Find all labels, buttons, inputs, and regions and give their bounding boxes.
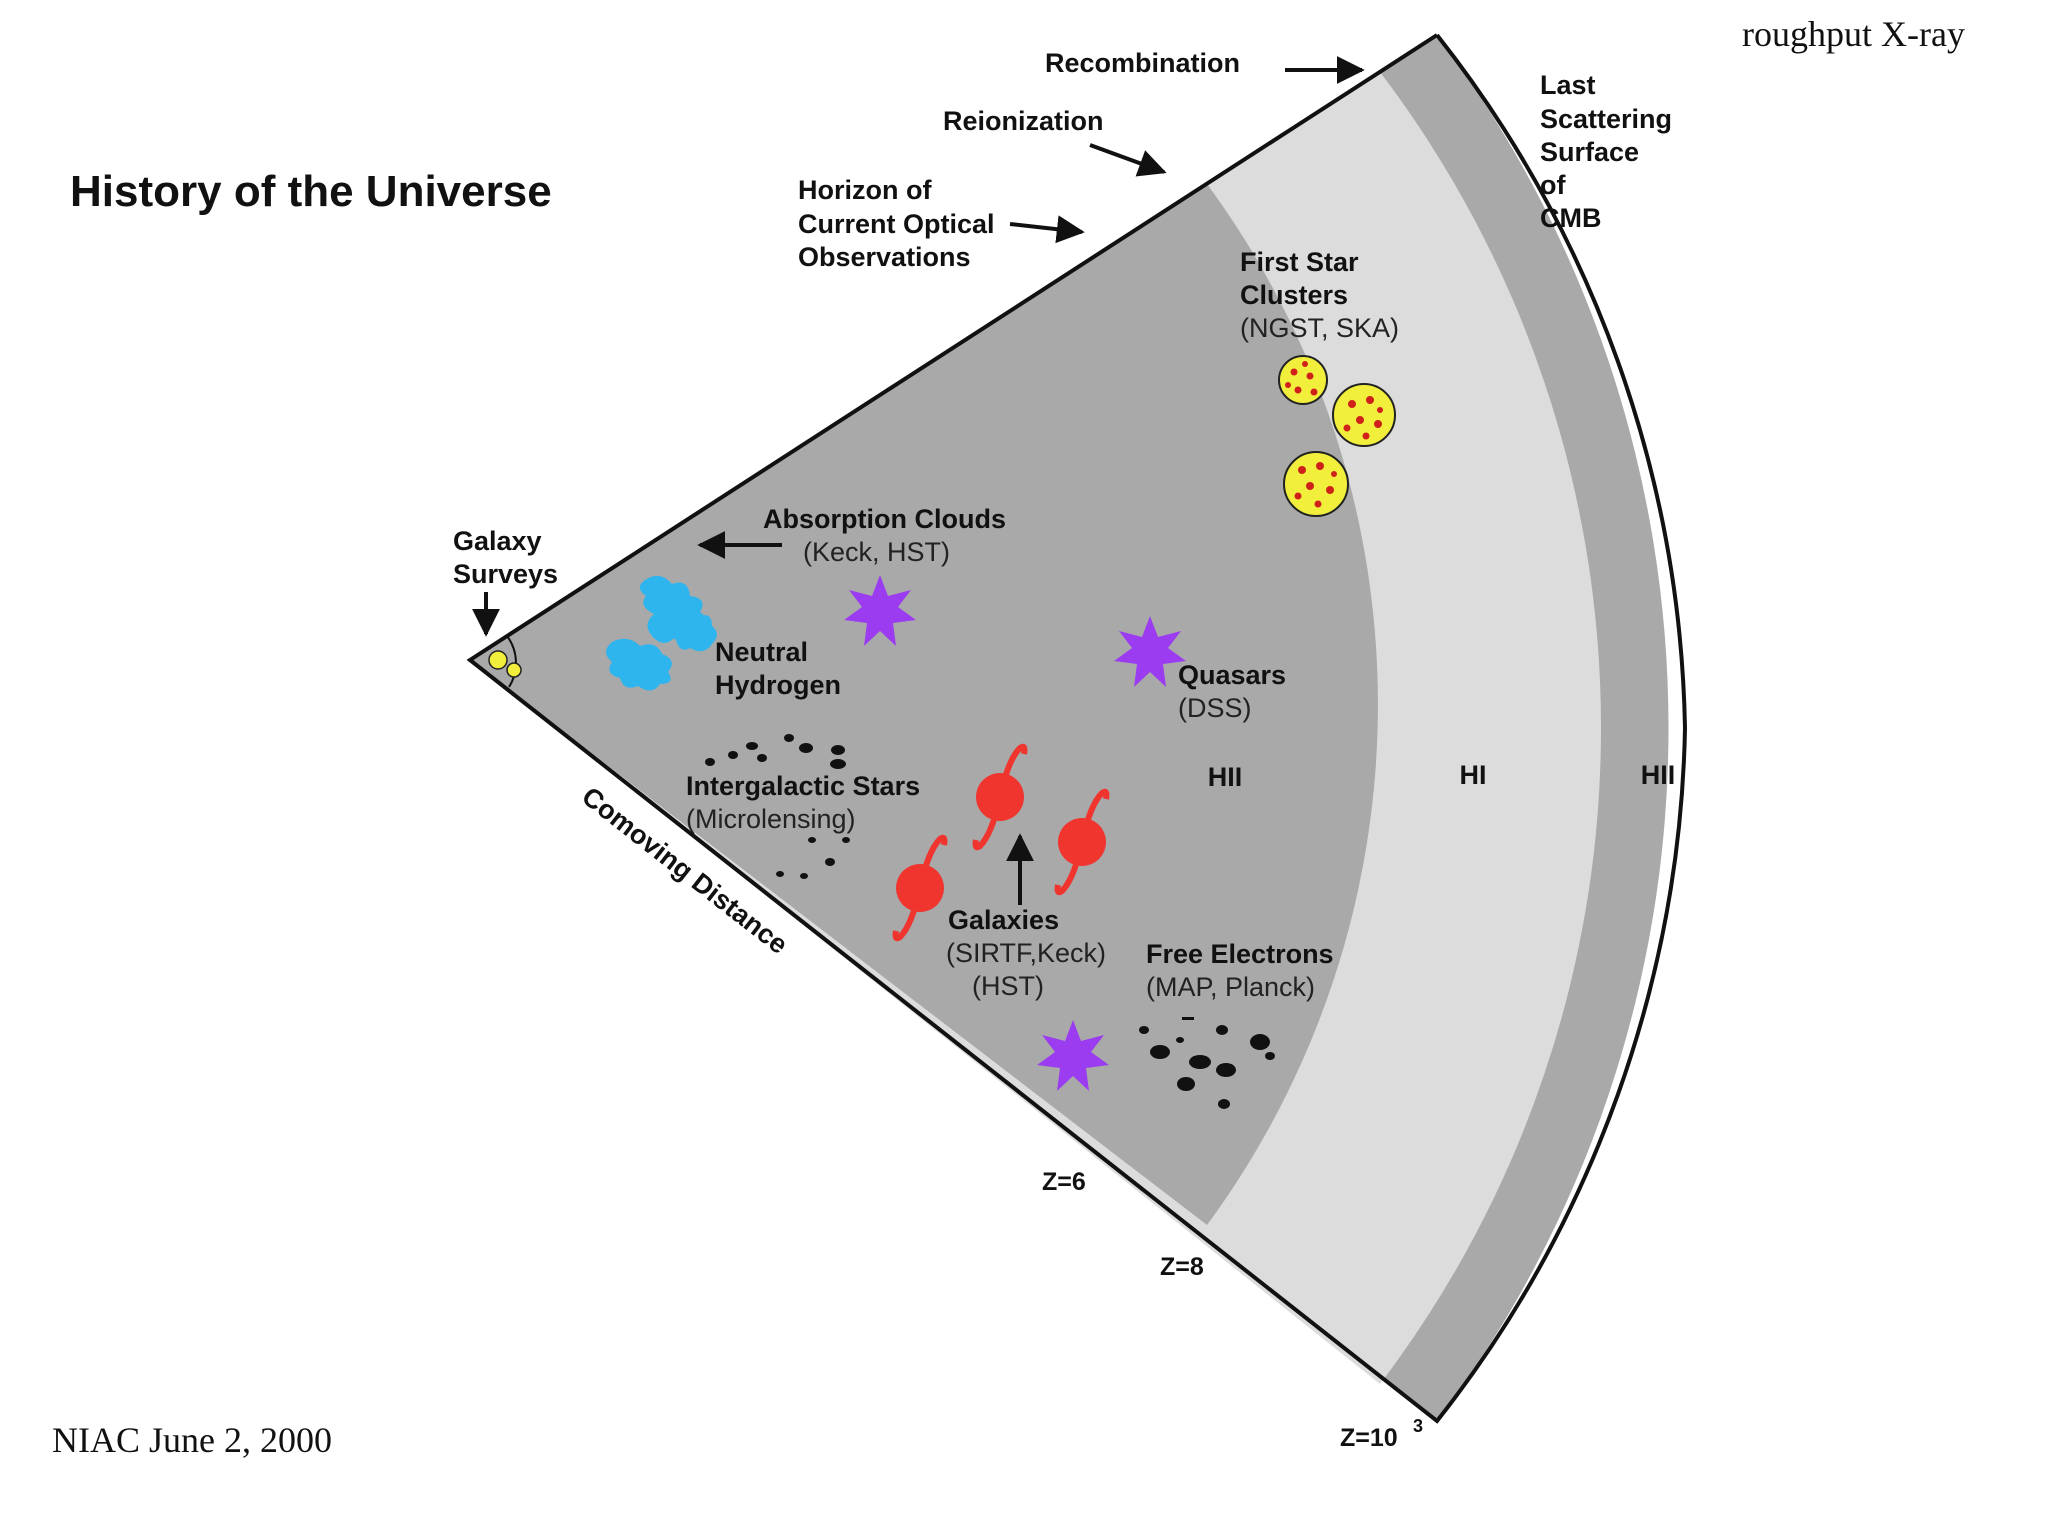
hydrogen-cloud-icon: [606, 638, 672, 691]
svg-text:Hydrogen: Hydrogen: [715, 670, 841, 700]
inner-hii-region: [470, 184, 1378, 1225]
quasars-label: Quasars (DSS): [1178, 660, 1286, 723]
spiral-galaxy-icon: [972, 743, 1028, 851]
svg-text:Galaxies: Galaxies: [948, 905, 1059, 935]
svg-text:Horizon of: Horizon of: [798, 175, 932, 205]
svg-text:Free Electrons: Free Electrons: [1146, 939, 1334, 969]
hydrogen-cloud-icons: [606, 575, 717, 691]
svg-text:(NGST, SKA): (NGST, SKA): [1240, 313, 1399, 343]
z6-label: Z=6: [1042, 1168, 1086, 1196]
svg-text:Observations: Observations: [798, 242, 971, 272]
svg-text:Z=10: Z=10: [1340, 1424, 1398, 1452]
svg-text:CMB: CMB: [1540, 203, 1602, 233]
svg-text:(SIRTF,Keck): (SIRTF,Keck): [946, 938, 1106, 968]
region-hii-inner-label: HII: [1208, 762, 1243, 792]
svg-text:Surveys: Surveys: [453, 559, 558, 589]
svg-text:Last: Last: [1540, 70, 1596, 100]
svg-text:First Star: First Star: [1240, 247, 1359, 277]
wedge-outline: [466, 33, 1688, 1424]
starburst-icon: [1037, 1020, 1109, 1091]
neutral-hydrogen-label: Neutral Hydrogen: [715, 637, 841, 700]
horizon-arrow: [1009, 215, 1085, 244]
svg-text:(DSS): (DSS): [1178, 693, 1252, 723]
svg-text:Neutral: Neutral: [715, 637, 808, 667]
free-electron-dots: [1139, 1017, 1275, 1109]
starburst-icon: [844, 575, 916, 646]
svg-text:(Microlensing): (Microlensing): [686, 804, 856, 834]
local-galaxies-icon: [488, 650, 522, 678]
absorption-clouds-label: Absorption Clouds (Keck, HST): [763, 504, 1006, 567]
free-electrons-label: Free Electrons (MAP, Planck): [1146, 939, 1334, 1002]
reionization-arrow: [1089, 143, 1167, 177]
intergalactic-stars-label: Intergalactic Stars (Microlensing): [686, 771, 920, 834]
svg-text:(HST): (HST): [972, 971, 1044, 1001]
svg-text:Galaxy: Galaxy: [453, 526, 542, 556]
svg-text:3: 3: [1413, 1416, 1423, 1436]
wedge: [466, 33, 1688, 1424]
z-last-scattering-label: Z=10 3: [1340, 1416, 1423, 1452]
z8-label: Z=8: [1160, 1253, 1204, 1281]
spiral-galaxy-icon: [1054, 788, 1110, 896]
starburst-icon: [1114, 616, 1186, 687]
recombination-label: Recombination: [1045, 48, 1240, 78]
starburst-icons: [844, 575, 1186, 1091]
footer-text: NIAC June 2, 2000: [52, 1420, 332, 1460]
last-scattering-label: Last Scattering Surface of CMB: [1540, 70, 1672, 233]
svg-text:(Keck, HST): (Keck, HST): [803, 537, 950, 567]
star-cluster-icons: [1278, 355, 1396, 517]
svg-text:Intergalactic Stars: Intergalactic Stars: [686, 771, 920, 801]
svg-text:Quasars: Quasars: [1178, 660, 1286, 690]
star-cluster-icon: [1332, 383, 1396, 447]
spiral-galaxy-icon: [892, 834, 948, 942]
horizon-label: Horizon of Current Optical Observations: [798, 175, 995, 272]
region-hii-outer-label: HII: [1641, 760, 1676, 790]
region-hi-label: HI: [1460, 760, 1487, 790]
page-title: History of the Universe: [70, 167, 552, 216]
svg-text:Clusters: Clusters: [1240, 280, 1348, 310]
svg-text:Surface: Surface: [1540, 137, 1639, 167]
galaxies-label: Galaxies (SIRTF,Keck) (HST): [946, 905, 1106, 1001]
galaxy-survey-arc: [506, 635, 517, 688]
galaxy-surveys-label: Galaxy Surveys: [453, 526, 558, 589]
intergalactic-star-dots: [705, 734, 850, 879]
reionization-label: Reionization: [943, 106, 1104, 136]
svg-text:Absorption Clouds: Absorption Clouds: [763, 504, 1006, 534]
svg-text:Scattering: Scattering: [1540, 104, 1672, 134]
svg-text:Current Optical: Current Optical: [798, 209, 995, 239]
corner-header: roughput X-ray: [1742, 14, 1965, 54]
first-star-label: First Star Clusters (NGST, SKA): [1240, 247, 1399, 343]
svg-text:of: of: [1540, 170, 1566, 200]
hydrogen-cloud-icon: [670, 609, 717, 652]
star-cluster-icon: [1283, 451, 1349, 517]
spiral-galaxy-icons: [892, 743, 1110, 942]
star-cluster-icon: [1278, 355, 1328, 405]
svg-text:(MAP, Planck): (MAP, Planck): [1146, 972, 1315, 1002]
